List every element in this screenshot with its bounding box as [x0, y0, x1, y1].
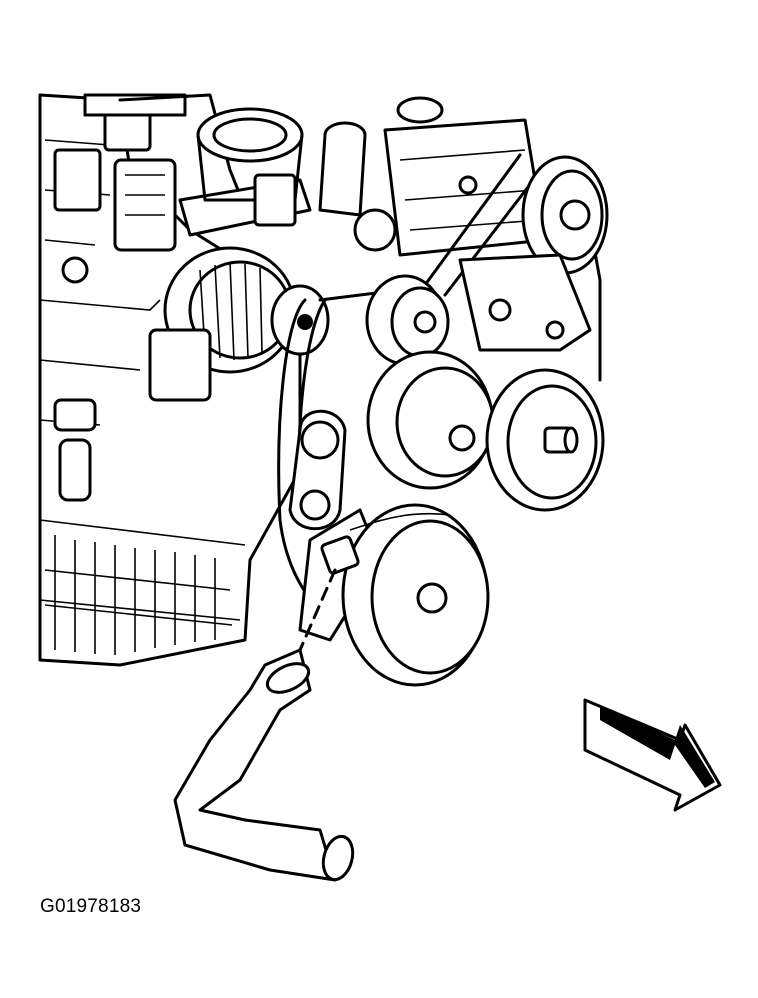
- accessory-bracket: [458, 253, 592, 352]
- throttle-body: [196, 107, 304, 227]
- water-pump-pulley: [298, 503, 490, 687]
- radiator-outlet-hose: [173, 535, 360, 882]
- front-direction-arrow-icon: [583, 698, 722, 812]
- power-steering-pulley: [366, 350, 495, 490]
- ac-compressor-pulley: [521, 155, 609, 275]
- figure-id-caption: G01978183: [40, 896, 142, 917]
- generator: [148, 246, 330, 402]
- idler-pulley-upper: [365, 274, 450, 366]
- engine-block: [38, 93, 312, 667]
- belt-tensioner: [288, 409, 347, 531]
- fan-pulley: [485, 368, 605, 512]
- coolant-outlet: [318, 96, 444, 217]
- ac-compressor: [353, 118, 547, 257]
